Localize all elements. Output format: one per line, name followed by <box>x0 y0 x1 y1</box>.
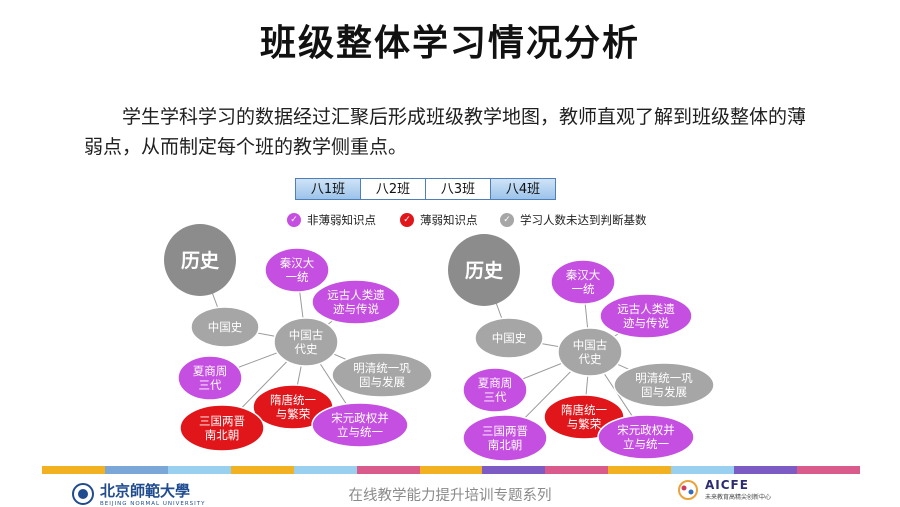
knowledge-node-label: 秦汉大 <box>566 268 601 282</box>
aicfe-logo: AICFE 未来教育高精尖创新中心 <box>676 478 771 501</box>
series-title: 在线教学能力提升培训专题系列 <box>348 488 552 504</box>
knowledge-node-label: 一统 <box>286 270 309 284</box>
check-icon: ✓ <box>500 213 514 227</box>
knowledge-node-label: 南北朝 <box>488 438 523 452</box>
tab-class-8-3[interactable]: 八3班 <box>425 178 491 200</box>
knowledge-node-label: 远古人类遗 <box>327 288 385 302</box>
aicfe-mark-icon <box>678 479 698 500</box>
knowledge-node-label: 一统 <box>572 282 595 296</box>
knowledge-node-label: 中国史 <box>208 320 243 334</box>
legend-weak: ✓ 薄弱知识点 <box>400 212 478 228</box>
knowledge-node-label: 三代 <box>484 390 507 404</box>
knowledge-node-label: 与繁荣 <box>567 417 602 431</box>
check-icon: ✓ <box>400 213 414 227</box>
knowledge-node-label: 代史 <box>295 342 318 356</box>
knowledge-node-xia[interactable] <box>177 355 243 401</box>
knowledge-node-qinhan[interactable] <box>264 247 330 293</box>
knowledge-node-songyuan[interactable] <box>311 402 409 448</box>
knowledge-node-label: 迹与传说 <box>333 302 379 316</box>
knowledge-node-label: 三国两晋 <box>199 414 245 428</box>
subject-node <box>448 234 520 306</box>
tab-class-8-1[interactable]: 八1班 <box>295 178 361 200</box>
legend-insufficient: ✓ 学习人数未达到判断基数 <box>500 212 647 228</box>
knowledge-node-label: 隋唐统一 <box>270 393 316 407</box>
knowledge-node-label: 远古人类遗 <box>617 302 675 316</box>
knowledge-node-label: 三代 <box>199 378 222 392</box>
knowledge-node-sanguo[interactable] <box>179 404 265 452</box>
legend-not-weak: ✓ 非薄弱知识点 <box>287 212 376 228</box>
knowledge-node-label: 中国古 <box>289 328 324 342</box>
tab-class-8-2[interactable]: 八2班 <box>360 178 426 200</box>
knowledge-node-xia[interactable] <box>462 367 528 413</box>
legend-label: 非薄弱知识点 <box>307 213 376 227</box>
knowledge-node-label: 固与发展 <box>641 385 687 399</box>
knowledge-node-ancient[interactable] <box>557 327 623 377</box>
knowledge-node-label: 迹与传说 <box>623 316 669 330</box>
knowledge-node-label: 中国古 <box>573 338 608 352</box>
aicfe-name: AICFE <box>705 478 749 492</box>
knowledge-node-label: 中国史 <box>492 331 527 345</box>
knowledge-node-label: 明清统一巩 <box>353 361 411 375</box>
knowledge-node-label: 夏商周 <box>478 376 513 390</box>
tab-class-8-4[interactable]: 八4班 <box>490 178 556 200</box>
knowledge-node-mingqing[interactable] <box>331 352 433 398</box>
knowledge-node-label: 宋元政权并 <box>331 411 389 425</box>
knowledge-node-ancient[interactable] <box>273 317 339 367</box>
knowledge-node-label: 三国两晋 <box>482 424 528 438</box>
knowledge-node-songyuan[interactable] <box>597 414 695 460</box>
knowledge-node-label: 秦汉大 <box>280 256 315 270</box>
knowledge-node-primitive[interactable] <box>599 293 693 339</box>
knowledge-node-label: 南北朝 <box>205 428 240 442</box>
knowledge-node-qinhan[interactable] <box>550 259 616 305</box>
knowledge-node-label: 与繁荣 <box>276 407 311 421</box>
knowledge-node-label: 隋唐统一 <box>561 403 607 417</box>
check-icon: ✓ <box>287 213 301 227</box>
subject-node <box>164 224 236 296</box>
knowledge-node-label: 明清统一巩 <box>635 371 693 385</box>
university-name-en: BEIJING NORMAL UNIVERSITY <box>100 501 206 507</box>
bnu-logo: 北京師範大學 BEIJING NORMAL UNIVERSITY <box>72 480 205 507</box>
knowledge-node-label: 立与统一 <box>623 437 669 451</box>
knowledge-map: 历史中国史中国古代史 秦汉大一统远古人类遗迹与传说明清统一巩固与发展 夏商周三代隋唐… <box>448 234 715 462</box>
knowledge-node-mingqing[interactable] <box>613 362 715 408</box>
footer-color-strip <box>42 466 860 474</box>
knowledge-node-china[interactable] <box>190 306 260 348</box>
knowledge-node-label: 固与发展 <box>359 375 405 389</box>
intro-paragraph: 学生学科学习的数据经过汇聚后形成班级教学地图，教师直观了解到班级整体的薄弱点，从… <box>84 106 807 158</box>
knowledge-node-label: 宋元政权并 <box>617 423 675 437</box>
knowledge-node-label: 立与统一 <box>337 425 383 439</box>
aicfe-name-cn: 未来教育高精尖创新中心 <box>705 494 772 501</box>
knowledge-node-primitive[interactable] <box>311 279 401 325</box>
knowledge-node-china[interactable] <box>474 317 544 359</box>
knowledge-node-sanguo[interactable] <box>462 414 548 462</box>
knowledge-node-label: 代史 <box>579 352 602 366</box>
subject-label: 历史 <box>181 250 220 272</box>
subject-label: 历史 <box>465 260 504 282</box>
knowledge-node-label: 夏商周 <box>193 364 228 378</box>
university-seal-icon <box>72 482 94 505</box>
university-name: 北京師範大學 <box>100 482 191 500</box>
slide-title: 班级整体学习情况分析 <box>259 23 640 64</box>
legend-label: 薄弱知识点 <box>420 213 478 227</box>
legend-label: 学习人数未达到判断基数 <box>520 213 647 227</box>
